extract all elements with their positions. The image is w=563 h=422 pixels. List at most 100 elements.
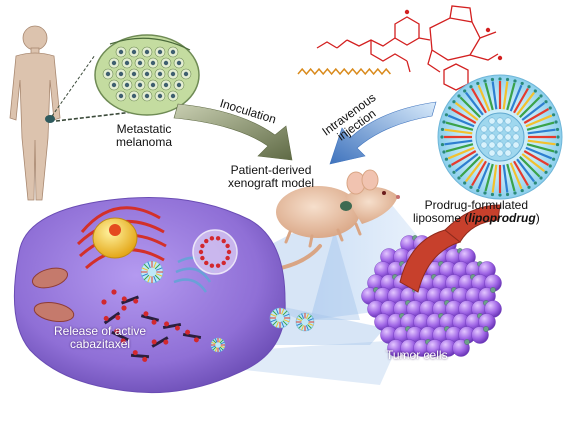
lipid-head xyxy=(554,150,558,154)
nucleus xyxy=(92,217,138,259)
human-figure xyxy=(9,25,61,201)
mini-spike xyxy=(283,319,290,323)
drug-dot xyxy=(215,236,221,241)
xenograft-tumor xyxy=(340,201,352,211)
lipid-head xyxy=(520,188,524,193)
mini-spike xyxy=(219,339,224,344)
liposome-line2-suffix: ) xyxy=(535,210,540,225)
metastatic-melanoma-label: Metastatic melanoma xyxy=(116,123,172,148)
mini-spike xyxy=(143,274,150,281)
lipid-spike xyxy=(471,160,487,187)
lipid-spike xyxy=(447,146,475,160)
tissue-nucleus xyxy=(111,82,117,88)
drug-dot xyxy=(204,260,209,266)
mini-spike xyxy=(220,345,225,349)
tissue-nucleus xyxy=(131,49,137,55)
mini-spike xyxy=(275,308,279,315)
drug-dot xyxy=(215,263,221,268)
tissue-nucleus xyxy=(124,60,130,66)
lipid-spike xyxy=(444,139,473,146)
mini-spike xyxy=(141,267,149,271)
mitochondria xyxy=(31,267,75,323)
core-bead xyxy=(480,141,488,149)
tissue-nucleus xyxy=(111,60,117,66)
mini-spike xyxy=(154,274,161,281)
liposome-line2-prefix: liposome ( xyxy=(413,210,469,225)
tissue-nucleus xyxy=(137,82,143,88)
lipid-head xyxy=(452,100,456,104)
tissue-nucleus xyxy=(150,60,156,66)
lipid-spike xyxy=(523,150,550,166)
drug-rod-dot xyxy=(121,296,127,302)
drug-dot xyxy=(209,236,215,241)
lipid-head xyxy=(539,176,543,180)
mini-spike xyxy=(155,273,163,277)
mini-spike xyxy=(305,325,309,331)
lipid-head xyxy=(448,164,452,168)
drug-rod-dot xyxy=(164,321,170,327)
mini-spike xyxy=(220,341,225,345)
mini-spike xyxy=(219,346,224,351)
release-line2: cabazitaxel xyxy=(70,336,131,351)
core-bead xyxy=(488,149,496,157)
mini-spike xyxy=(218,347,222,352)
release-line1: Release of active xyxy=(54,324,147,338)
drug-dot xyxy=(209,263,215,268)
lipid-spike xyxy=(526,121,555,131)
lipid-head xyxy=(440,135,444,139)
tissue-nucleus xyxy=(144,49,150,55)
core-bead xyxy=(488,125,496,133)
lipid-head xyxy=(533,181,537,185)
tissue-nucleus xyxy=(137,60,143,66)
tissue-nucleus xyxy=(183,71,189,77)
lipid-head xyxy=(555,142,560,147)
lipid-head xyxy=(556,135,560,139)
lipid-spike xyxy=(509,162,523,190)
lipid-head xyxy=(533,89,537,93)
core-bead xyxy=(504,133,512,141)
drug-dot xyxy=(221,238,226,244)
lipid-spike xyxy=(459,96,481,118)
core-bead xyxy=(504,125,512,133)
lipid-head xyxy=(452,170,456,174)
lipid-head xyxy=(554,120,558,124)
lipid-head xyxy=(442,120,446,124)
mini-spike xyxy=(143,263,150,270)
drug-rod-dot xyxy=(185,329,191,335)
lipid-head xyxy=(539,94,543,98)
lipid-head xyxy=(551,113,556,117)
drug-rod-dot xyxy=(103,315,109,321)
mini-spike xyxy=(281,308,285,315)
mini-spike xyxy=(301,313,305,319)
tissue-nucleus xyxy=(144,93,150,99)
core-bead xyxy=(496,149,504,157)
lipid-spike xyxy=(525,114,553,128)
lipid-spike xyxy=(506,163,516,192)
mini-spike xyxy=(211,341,216,345)
tissue-nucleus xyxy=(124,82,130,88)
inoculation-arrow xyxy=(173,103,293,161)
core-bead xyxy=(488,133,496,141)
lipid-spike xyxy=(484,163,494,192)
lipid-head xyxy=(457,176,461,180)
drug-rod-dot xyxy=(132,350,138,356)
lipid-spike xyxy=(471,87,487,114)
mini-spike xyxy=(218,338,222,343)
mini-spike xyxy=(275,321,279,328)
lipid-head xyxy=(469,85,473,89)
tissue-nucleus xyxy=(157,71,163,77)
lipid-spike xyxy=(519,156,541,178)
lipid-head xyxy=(476,188,480,193)
mini-spike xyxy=(155,267,163,271)
lipid-spike xyxy=(513,87,529,114)
free-drug xyxy=(111,289,117,295)
accumulated-liposome xyxy=(464,339,470,345)
lipid-spike xyxy=(465,91,484,116)
lipid-head xyxy=(527,185,531,189)
drug-rod-dot xyxy=(193,337,199,343)
mini-spike xyxy=(307,315,312,320)
lipid-spike xyxy=(521,153,546,172)
lipid-head xyxy=(548,106,552,110)
